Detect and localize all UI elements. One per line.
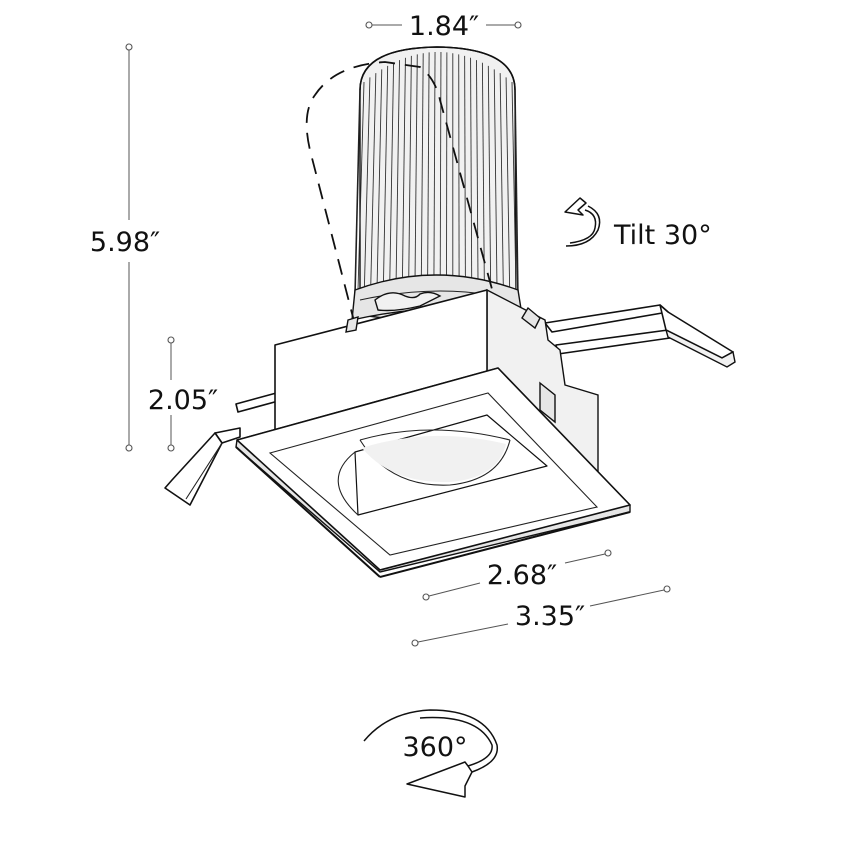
- dimension-label-aperture-width: 2.68″: [487, 560, 557, 591]
- rotation-label: 360°: [402, 732, 467, 763]
- dimension-label-trim-width: 3.35″: [515, 601, 585, 632]
- rotation-arrow-icon: [363, 709, 499, 798]
- heat-sink-fins: [357, 52, 517, 295]
- tilt-annotation: Tilt 30°: [564, 197, 712, 251]
- dimension-label-overall-height: 5.98″: [90, 227, 160, 258]
- dimension-label-top-width: 1.84″: [409, 11, 479, 42]
- tilt-arrow-icon: [564, 197, 601, 247]
- tilt-label: Tilt 30°: [613, 220, 712, 251]
- trim-plate: [235, 367, 631, 578]
- rotation-annotation: 360°: [363, 709, 499, 798]
- dimension-aperture-width: 2.68″: [422, 549, 612, 601]
- mounting-bar-right: [544, 304, 736, 368]
- dimension-trim-height: 2.05″: [148, 336, 218, 452]
- dimension-overall-height: 5.98″: [90, 43, 160, 452]
- tilt-range-outline: [305, 61, 496, 326]
- dimension-label-trim-height: 2.05″: [148, 385, 218, 416]
- dimension-top-width: 1.84″: [365, 11, 522, 42]
- dimension-trim-width: 3.35″: [411, 585, 671, 647]
